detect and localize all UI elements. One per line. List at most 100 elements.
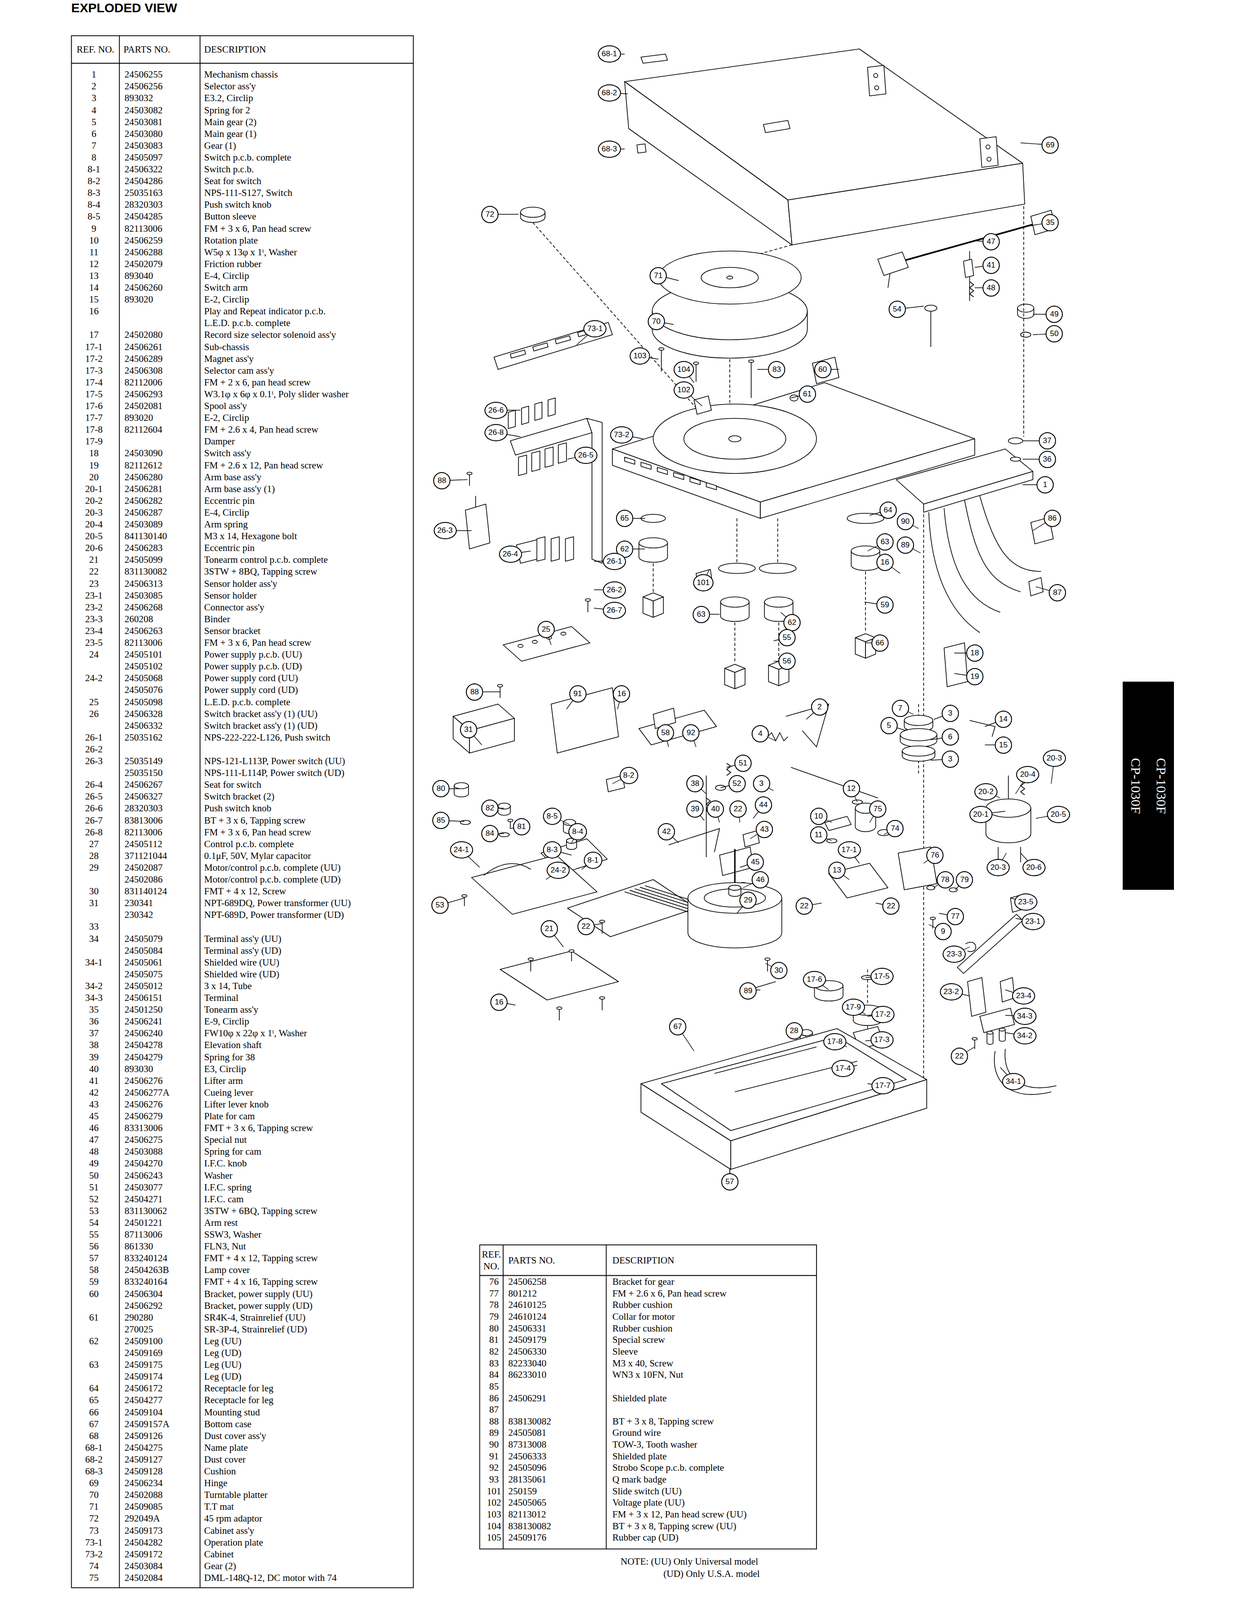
ref-number: 26-6 xyxy=(85,802,103,815)
part-number: 24506304 xyxy=(124,1288,163,1301)
part-description: Power supply p.c.b. (UD) xyxy=(204,660,303,673)
callout-number: 23-2 xyxy=(943,987,959,997)
ref-number: 23 xyxy=(89,577,99,590)
callout-number: 22 xyxy=(955,1051,964,1061)
push-switch xyxy=(531,451,540,472)
callout-circle: 53 xyxy=(431,896,449,915)
callout-circle: 8-4 xyxy=(568,823,587,841)
screw xyxy=(695,363,697,382)
part-number: 82112612 xyxy=(124,459,163,472)
column-header: PARTS NO. xyxy=(508,1254,556,1267)
callout-number: 11 xyxy=(814,830,823,840)
part-description: Tonearm control p.c.b. complete xyxy=(204,553,328,566)
part-description: Rotation plate xyxy=(204,234,258,247)
callout-number: 90 xyxy=(900,517,910,527)
ref-number: 83 xyxy=(489,1357,499,1370)
table-border xyxy=(479,1245,817,1550)
part-description: Rubber cushion xyxy=(612,1299,673,1311)
part-description: Operation plate xyxy=(204,1536,264,1549)
callout-number: 20-6 xyxy=(1026,863,1042,873)
callout-circle: 35 xyxy=(1041,214,1059,232)
part-number: 24504282 xyxy=(124,1536,163,1549)
screw xyxy=(767,959,768,972)
callout-circle: 66 xyxy=(871,634,889,652)
part-number: 24503077 xyxy=(124,1181,163,1194)
power-switch xyxy=(465,504,490,550)
display-window xyxy=(532,342,549,352)
callout-circle: 73-1 xyxy=(583,320,607,338)
part-number: 24506151 xyxy=(124,992,163,1004)
callout-circle: 26-1 xyxy=(602,552,626,571)
callout-circle: 22 xyxy=(882,897,900,915)
part-number: 833240124 xyxy=(124,1252,168,1265)
part-description: Spring for 2 xyxy=(204,104,251,117)
arm-rest xyxy=(930,310,932,348)
leg xyxy=(720,596,750,608)
callout-number: 29 xyxy=(743,895,753,905)
callout-number: 50 xyxy=(1050,329,1059,339)
ref-number: 20-4 xyxy=(85,518,103,531)
screw-head xyxy=(693,361,699,365)
part-number: 24506333 xyxy=(508,1450,547,1463)
part-description: Power supply cord (UU) xyxy=(204,672,299,685)
part-number: 24502087 xyxy=(124,861,163,874)
callout-number: 62 xyxy=(620,544,630,554)
ref-number: 68-1 xyxy=(85,1442,103,1454)
part-description: Mechanism chassis xyxy=(204,68,279,81)
callout-circle: 20-2 xyxy=(974,783,998,801)
callout-number: 26-8 xyxy=(488,428,504,438)
ref-number: 105 xyxy=(486,1531,502,1544)
part-description: Damper xyxy=(204,435,235,448)
part-description: Washer xyxy=(204,1169,233,1182)
push-switch xyxy=(558,443,567,464)
part-number: 25035149 xyxy=(124,755,163,768)
ref-number: 29 xyxy=(89,861,99,874)
callout-circle: 8-2 xyxy=(619,767,639,785)
part-number: 270025 xyxy=(124,1323,154,1336)
callout-circle: 81 xyxy=(513,818,531,836)
cushion xyxy=(636,143,646,153)
callout-circle: 17-1 xyxy=(837,841,861,859)
callout-circle: 88 xyxy=(465,683,484,701)
part-description: Shielded wire (UD) xyxy=(204,968,280,981)
motor-collar xyxy=(949,888,958,893)
callout-circle: 87 xyxy=(1048,584,1066,602)
part-number: 82113012 xyxy=(508,1508,547,1521)
part-number: 24505012 xyxy=(124,980,163,993)
hinge-screw xyxy=(986,145,991,150)
ref-number: 13 xyxy=(89,269,99,282)
callout-number: 44 xyxy=(759,800,768,810)
callout-circle: 16 xyxy=(612,685,631,703)
callout-circle: 1 xyxy=(1036,476,1054,494)
part-description: Lifter arm xyxy=(204,1075,244,1087)
part-description: Rubber cap (UD) xyxy=(612,1531,679,1544)
callout-number: 68-3 xyxy=(601,144,617,154)
callout-number: 34-2 xyxy=(1016,1031,1033,1041)
ref-number: 53 xyxy=(89,1205,99,1218)
table-rule xyxy=(502,1245,504,1550)
callout-circle: 16 xyxy=(490,993,508,1012)
callout-number: 26-7 xyxy=(606,606,622,616)
wire xyxy=(943,508,1001,613)
callout-circle: 43 xyxy=(755,821,773,839)
callout-circle: 20-3 xyxy=(1042,749,1066,768)
spindle xyxy=(728,435,742,443)
part-description: Switch bracket ass'y (1) (UD) xyxy=(204,719,318,732)
part-description: Switch bracket (2) xyxy=(204,790,275,803)
ref-number: 17-1 xyxy=(85,341,103,353)
mounting-stud xyxy=(768,665,779,686)
callout-number: 73-1 xyxy=(587,324,603,334)
part-number: 24506276 xyxy=(124,1098,163,1111)
switch-bracket xyxy=(586,418,603,564)
push-switch xyxy=(551,537,560,562)
part-number: 801212 xyxy=(508,1287,538,1300)
callout-circle: 12 xyxy=(842,780,861,798)
part-description: Gear (2) xyxy=(204,1560,237,1573)
part-number: 82233040 xyxy=(508,1357,547,1370)
part-number: 24506331 xyxy=(508,1322,547,1335)
ref-number: 50 xyxy=(89,1169,99,1182)
part-number: 24505097 xyxy=(124,151,163,164)
platter-well xyxy=(653,404,817,474)
ref-number: 26-1 xyxy=(85,731,103,744)
callout-circle: 34-1 xyxy=(1002,1073,1026,1091)
